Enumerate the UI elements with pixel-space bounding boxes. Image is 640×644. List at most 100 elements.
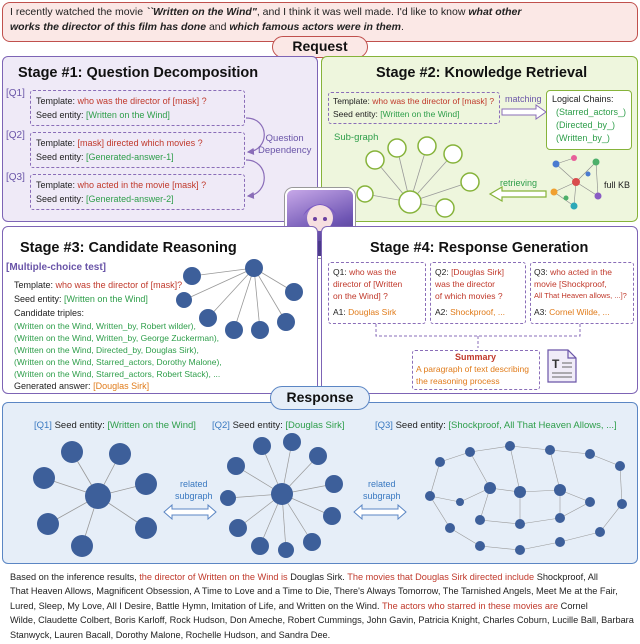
logical-chain-2: (Directed_by_) [556, 120, 616, 130]
stage4-q1: Q1: who was the director of [Written on … [333, 267, 403, 317]
stage3-node [225, 321, 243, 339]
response-q3-seed: [Q3] Seed entity: [Shockproof, All That … [375, 420, 617, 431]
stage1-q2-label: [Q2] [6, 130, 25, 141]
triple-4: (Written on the Wind, Starred_actors, Do… [14, 357, 222, 367]
graph3-node [515, 545, 525, 555]
stage1-q3-box [30, 174, 245, 210]
stage2-node [387, 138, 407, 158]
stage1-q3-label: [Q3] [6, 172, 25, 183]
graph2-node [309, 447, 327, 465]
stage2-node [443, 144, 463, 164]
stage2-node [435, 198, 455, 218]
stage1-q1-box [30, 90, 245, 126]
graph2-node [278, 542, 294, 558]
graph2-node [253, 437, 271, 455]
summary-line-2: the reasoning process [416, 376, 500, 386]
summary-title: Summary [455, 352, 497, 362]
graph3-node [475, 515, 485, 525]
graph3-node [475, 541, 485, 551]
stage4-panel [321, 226, 638, 394]
stage4-q3: Q3: who acted in the movie [Shockproof, … [534, 267, 627, 317]
logical-chains-title: Logical Chains: [552, 94, 614, 104]
generated-answer: Generated answer: [Douglas Sirk] [14, 381, 150, 391]
stage2-center-node [398, 190, 422, 214]
graph3-node [465, 447, 475, 457]
double-arrow-2 [353, 504, 407, 520]
stage1-q3-seed: Seed entity: [Generated-answer-2] [36, 194, 174, 204]
candidate-triples-label: Candidate triples: [14, 308, 85, 318]
retrieving-arrow [488, 186, 547, 202]
graph3-node [585, 449, 595, 459]
stage2-node [460, 172, 480, 192]
graph3-node [555, 537, 565, 547]
response-panel [2, 402, 638, 564]
graph3-node [484, 482, 496, 494]
graph1-node [33, 467, 55, 489]
logical-chains-box [546, 90, 632, 150]
stage3-node [245, 259, 263, 277]
graph2-node [323, 507, 341, 525]
triple-1: (Written on the Wind, Written_by, Robert… [14, 321, 196, 331]
graph3-node [617, 499, 627, 509]
graph3-node [505, 441, 515, 451]
stage2-node [356, 185, 374, 203]
stage3-node [176, 292, 192, 308]
stage3-panel [2, 226, 318, 394]
stage3-node [183, 267, 201, 285]
kb-node [585, 171, 591, 177]
document-icon: T [547, 349, 577, 383]
stage3-node [277, 313, 295, 331]
summary-connector [375, 324, 581, 348]
dependency-arrows [245, 117, 265, 200]
stage3-node [251, 321, 269, 339]
kb-node [552, 160, 560, 168]
stage1-q3-template: Template: who acted in the movie [mask] … [36, 180, 207, 190]
graph3-node [555, 513, 565, 523]
graph3-node [445, 523, 455, 533]
response-label: Response [270, 386, 370, 410]
full-kb-label: full KB [604, 180, 631, 190]
stage3-seed: Seed entity: [Written on the Wind] [14, 294, 148, 304]
graph1-center-node [85, 483, 111, 509]
matching-label: matching [505, 94, 542, 104]
triple-2: (Written on the Wind, Written_by, George… [14, 333, 220, 343]
logical-chain-1: (Starred_actors_) [556, 107, 627, 117]
graph3-node [585, 497, 595, 507]
double-arrow-1 [163, 504, 217, 520]
full-kb-graph [550, 155, 602, 210]
triple-5: (Written on the Wind, Starred_actors, Ro… [14, 369, 221, 379]
subgraph-label: Sub-graph [334, 132, 379, 143]
stage3-template: Template: who was the director of [mask]… [14, 280, 183, 290]
stage3-node [285, 283, 303, 301]
kb-node [550, 188, 558, 196]
stage1-q1-seed: Seed entity: [Written on the Wind] [36, 110, 170, 120]
stage1-q1-label: [Q1] [6, 88, 25, 99]
kb-node [592, 158, 600, 166]
graph2-node [220, 490, 236, 506]
triple-3: (Written on the Wind, Directed_by, Dougl… [14, 345, 199, 355]
request-line-2: works the director of this film has done… [10, 21, 404, 33]
response-q2-seed: [Q2] Seed entity: [Douglas Sirk] [212, 420, 345, 431]
logical-chain-3: (Written_by_) [556, 133, 610, 143]
graph3-node [435, 457, 445, 467]
stage2-subgraph [356, 136, 480, 218]
kb-node [563, 195, 569, 201]
summary-box [412, 350, 540, 390]
stage2-node [365, 150, 385, 170]
stage2-query-box [328, 92, 500, 124]
graph1-node [61, 441, 83, 463]
graph1-node [109, 443, 131, 465]
graph3-node [514, 486, 526, 498]
graph3-node [456, 498, 464, 506]
stage1-q2-seed: Seed entity: [Generated-answer-1] [36, 152, 174, 162]
graph2-center-node [271, 483, 293, 505]
stage4-q1-box [328, 262, 426, 324]
kb-node [594, 192, 602, 200]
stage2-template: Template: who was the director of [mask]… [333, 96, 495, 106]
graph3-node [554, 484, 566, 496]
graph1-node [71, 535, 93, 557]
graph2-node [251, 537, 269, 555]
stage4-title: Stage #4: Response Generation [370, 240, 589, 256]
